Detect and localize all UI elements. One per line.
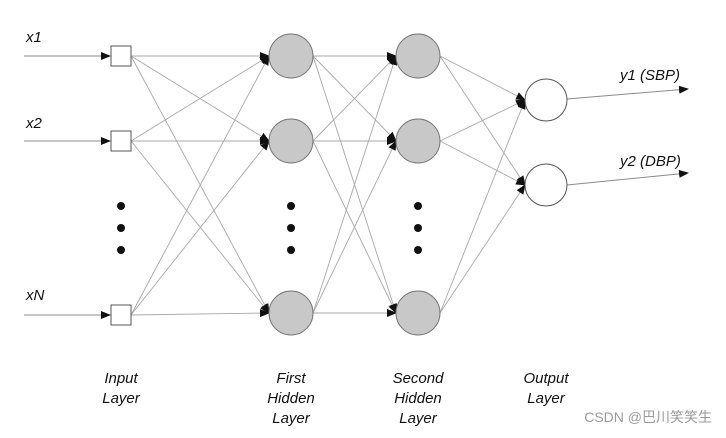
input-label-x2: x2 [25,115,43,132]
ellipsis-dot [414,246,422,254]
output-node-2 [524,163,568,207]
edge-input-to-first-hidden [130,55,270,316]
input-node-2 [110,130,132,152]
ellipsis-dot [287,224,295,232]
second-hidden-layer-label-line: Second [393,370,445,387]
ellipsis-dots-group [117,202,422,254]
output-nodes-group [524,78,568,207]
edge-second-hidden-to-output [439,184,526,314]
first-hidden-layer-label-line: Layer [272,410,311,427]
connections-group [130,52,526,318]
ellipsis-dot [117,202,125,210]
input-layer-label-line: Layer [102,390,141,407]
output-node-1 [524,78,568,122]
input-label-x1: x1 [25,29,42,46]
first-hidden-nodes-group [268,33,314,336]
output-layer-label: Output Layer [523,370,569,407]
edge-input-to-first-hidden [130,309,270,318]
second-hidden-layer-label: Second Hidden Layer [393,370,445,427]
edge-second-hidden-to-output [439,140,526,186]
watermark: CSDN @巴川笑笑生 [584,409,712,425]
first-hidden-node-2 [268,118,314,164]
first-hidden-layer-label-line: Hidden [267,390,315,407]
input-lines-group [24,52,111,319]
input-nodes-group [110,45,132,326]
first-hidden-node-n [268,290,314,336]
first-hidden-node-1 [268,33,314,79]
ellipsis-dot [287,246,295,254]
output-line-y1 [566,85,689,100]
second-hidden-node-2 [395,118,441,164]
ellipsis-dot [287,202,295,210]
input-layer-label-line: Input [104,370,138,387]
second-hidden-node-n [395,290,441,336]
ellipsis-dot [117,246,125,254]
output-label-y1: y1 (SBP) [619,67,680,84]
second-hidden-node-1 [395,33,441,79]
edge-input-to-first-hidden [130,55,270,314]
output-layer-label-line: Layer [527,390,566,407]
edge-second-hidden-to-output [439,99,526,314]
edge-first-to-second-hidden [312,140,397,314]
edge-second-hidden-to-output [439,55,526,101]
first-hidden-layer-label-line: First [276,370,306,387]
ellipsis-dot [117,224,125,232]
second-hidden-layer-label-line: Hidden [394,390,442,407]
output-label-y2: y2 (DBP) [619,153,681,170]
input-layer-label: Input Layer [102,370,141,407]
output-line-y2 [566,169,689,186]
edge-input-to-first-hidden [130,55,270,142]
input-node-1 [110,45,132,67]
edge-first-to-second-hidden [312,55,398,314]
second-hidden-nodes-group [395,33,441,336]
edge-input-to-first-hidden [130,140,270,314]
ellipsis-dot [414,202,422,210]
input-node-n [110,304,132,326]
input-label-xn: xN [25,287,45,304]
first-hidden-layer-label: First Hidden Layer [267,370,315,427]
ellipsis-dot [414,224,422,232]
second-hidden-layer-label-line: Layer [399,410,438,427]
edge-second-hidden-to-output [439,99,526,142]
output-lines-group [566,85,689,186]
output-layer-label-line: Output [523,370,569,387]
edge-first-to-second-hidden [312,55,397,142]
edge-input-to-first-hidden [130,140,270,316]
